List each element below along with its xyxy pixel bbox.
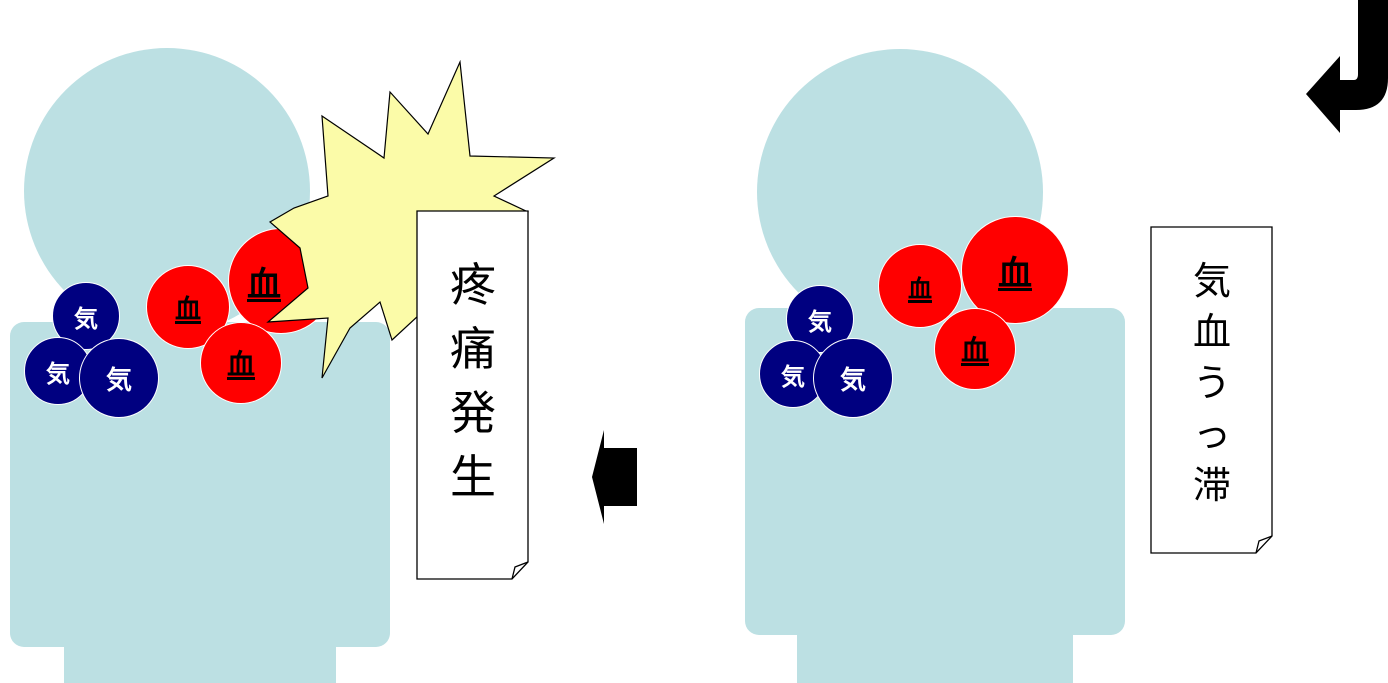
ki-label: 気 — [74, 304, 98, 333]
ketsu-label: 血 — [247, 264, 281, 305]
ki-label: 気 — [105, 365, 132, 396]
note-frame-icon — [1150, 226, 1273, 554]
curved-return-arrow-icon — [1306, 0, 1388, 133]
ketsu-label: 血 — [998, 253, 1032, 294]
callout-char: 滞 — [1192, 463, 1231, 507]
ketsu-label: 血 — [908, 274, 932, 303]
callout-char: 疼 — [450, 258, 496, 312]
ki-label: 気 — [46, 359, 70, 388]
right-callout-note: 気 血 う っ 滞 — [1150, 226, 1274, 554]
right-ki-ball-3: 気 — [813, 338, 893, 418]
note-frame-icon — [416, 210, 529, 580]
ki-label: 気 — [781, 362, 805, 391]
callout-char: 気 — [1192, 259, 1231, 303]
left-callout-note: 疼 痛 発 生 — [416, 210, 530, 580]
callout-char: 痛 — [450, 322, 496, 376]
callout-char: う — [1192, 361, 1231, 405]
right-ketsu-ball-3: 血 — [934, 308, 1016, 390]
callout-char: っ — [1192, 412, 1231, 456]
ketsu-label: 血 — [174, 294, 201, 325]
right-ketsu-ball-2: 血 — [961, 216, 1069, 324]
callout-char: 血 — [1192, 310, 1231, 354]
callout-char: 発 — [450, 386, 496, 440]
ketsu-label: 血 — [960, 334, 989, 367]
ketsu-label: 血 — [226, 348, 255, 381]
left-ketsu-ball-3: 血 — [200, 322, 282, 404]
left-ki-ball-3: 気 — [79, 338, 159, 418]
ki-label: 気 — [839, 365, 866, 396]
callout-char: 生 — [450, 450, 496, 504]
arrow-left-icon — [592, 430, 637, 524]
ki-label: 気 — [808, 307, 832, 336]
right-ketsu-ball-1: 血 — [878, 244, 962, 328]
